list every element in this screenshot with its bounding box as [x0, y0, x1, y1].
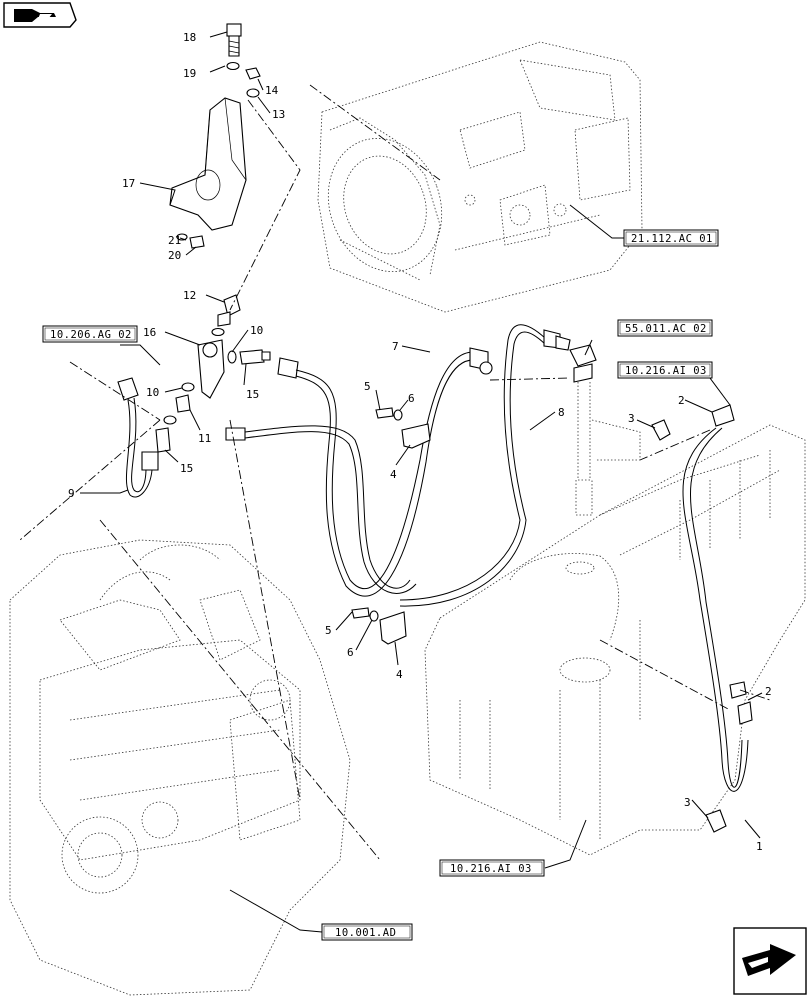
hose-8[interactable]	[399, 324, 571, 607]
callout-4-lower: 4	[396, 668, 403, 681]
callout-3-upper: 3	[628, 412, 635, 425]
fitting-cluster[interactable]	[155, 294, 271, 453]
clip-upper[interactable]	[651, 419, 671, 441]
ref-10-001-ad[interactable]: 10.001.AD	[321, 923, 413, 941]
callout-leaders	[80, 31, 763, 839]
callout-7: 7	[392, 340, 399, 353]
callout-11: 11	[198, 432, 211, 445]
book-arrow-icon[interactable]	[3, 2, 77, 28]
ref-10-216-ai-03-upper[interactable]: 10.216.AI 03	[617, 361, 713, 379]
callout-10-upper: 10	[250, 324, 263, 337]
callout-labels: 18 19 14 13 17 21 20 12 16 10 15 10 11 1…	[68, 31, 772, 853]
callout-1: 1	[756, 840, 763, 853]
reference-leaders	[120, 204, 731, 933]
ref-label: 55.011.AC 02	[625, 323, 707, 335]
callout-3-lower: 3	[684, 796, 691, 809]
hose-9[interactable]	[117, 377, 159, 498]
reference-boxes: 21.112.AC 01 10.206.AG 02 55.011.AC 02 1…	[42, 229, 719, 941]
callout-8: 8	[558, 406, 565, 419]
callout-2-lower: 2	[765, 685, 772, 698]
callout-17: 17	[122, 177, 135, 190]
leader-lines	[19, 84, 771, 861]
callout-18: 18	[183, 31, 196, 44]
callout-6-upper: 6	[408, 392, 415, 405]
callout-20: 20	[168, 249, 181, 262]
fuel-sender[interactable]	[569, 344, 641, 516]
ref-label: 10.001.AD	[335, 927, 396, 939]
ref-label: 10.216.AI 03	[450, 863, 532, 875]
callout-2-upper: 2	[678, 394, 685, 407]
callout-5-lower: 5	[325, 624, 332, 637]
ref-label: 10.206.AG 02	[50, 329, 132, 341]
transmission-housing	[317, 41, 643, 313]
callout-14: 14	[265, 84, 279, 97]
callout-15-upper: 15	[246, 388, 259, 401]
fuel-tank	[424, 424, 806, 856]
callout-9: 9	[68, 487, 75, 500]
callout-13: 13	[272, 108, 285, 121]
next-page-arrow-icon[interactable]	[733, 927, 807, 995]
clamp-upper[interactable]	[375, 407, 431, 449]
callout-16: 16	[143, 326, 156, 339]
ref-55-011-ac-02[interactable]: 55.011.AC 02	[617, 319, 713, 337]
callout-15-lower: 15	[180, 462, 193, 475]
bracket-assembly[interactable]	[169, 23, 261, 249]
ref-label: 21.112.AC 01	[631, 233, 713, 245]
ref-21-112-ac-01[interactable]: 21.112.AC 01	[623, 229, 719, 247]
clamp-lower[interactable]	[351, 607, 407, 645]
callout-19: 19	[183, 67, 196, 80]
engine-assembly	[9, 539, 351, 996]
hose-7[interactable]	[225, 347, 493, 597]
ref-10-206-ag-02[interactable]: 10.206.AG 02	[42, 325, 138, 343]
clip-lower[interactable]	[705, 809, 727, 833]
callout-6-lower: 6	[347, 646, 354, 659]
callout-10-lower: 10	[146, 386, 159, 399]
hose-1[interactable]	[682, 404, 753, 792]
callout-12: 12	[183, 289, 196, 302]
callout-5-upper: 5	[364, 380, 371, 393]
callout-4-upper: 4	[390, 468, 397, 481]
callout-21: 21	[168, 234, 181, 247]
ref-label: 10.216.AI 03	[625, 365, 707, 377]
ref-10-216-ai-03-lower[interactable]: 10.216.AI 03	[439, 859, 545, 877]
